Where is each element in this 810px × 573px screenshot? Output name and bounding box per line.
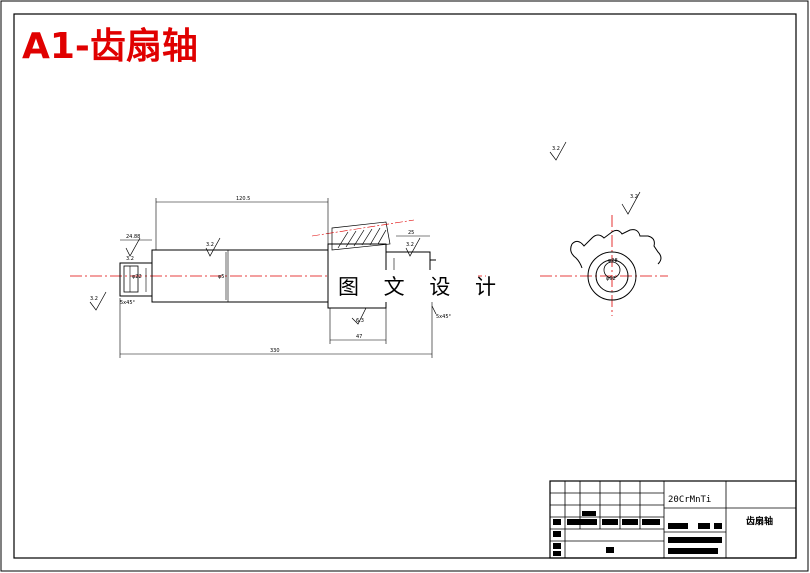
rough-label-4: 6.3 xyxy=(356,318,364,324)
inner-frame xyxy=(13,13,797,559)
title-block xyxy=(549,480,797,559)
roughness-symbols xyxy=(89,141,641,325)
rough-label-2: 3.2 xyxy=(126,256,134,262)
title-block-fills xyxy=(553,511,722,556)
rough-label-3: 3.2 xyxy=(90,296,98,302)
material-label: 20CrMnTi xyxy=(668,495,711,505)
watermark: 图 文 设 计 xyxy=(338,275,505,299)
dia-main: φ5 xyxy=(218,274,224,280)
dia-left: φ22 xyxy=(132,274,142,280)
rough-label-5: 3.2 xyxy=(406,242,414,248)
dim-120: 120.5 xyxy=(236,196,250,202)
dim-330: 330 xyxy=(270,348,280,354)
dim-24: 24.88 xyxy=(126,234,140,240)
watermark-bg xyxy=(330,270,478,302)
rough-label-1: 3.2 xyxy=(206,242,214,248)
drawing-title: A1-齿扇轴 xyxy=(22,26,198,67)
tooth-section xyxy=(331,221,391,251)
part-name-label: 齿扇轴 xyxy=(746,515,773,527)
dimension-lines xyxy=(119,198,433,358)
dim-25: 25 xyxy=(408,230,414,236)
rough-label-7: 3.2 xyxy=(630,194,638,200)
rough-label-6: 3.2 xyxy=(552,146,560,152)
pitch-line xyxy=(311,219,415,237)
gear-dim-2: φ62 xyxy=(606,276,616,282)
gear-dim-1: φ28 xyxy=(608,258,618,264)
gear-end-view xyxy=(570,229,662,301)
chamfer-left: 5x45° xyxy=(120,300,136,306)
dim-47: 47 xyxy=(356,334,362,340)
chamfer-right: 5x45° xyxy=(436,314,452,320)
